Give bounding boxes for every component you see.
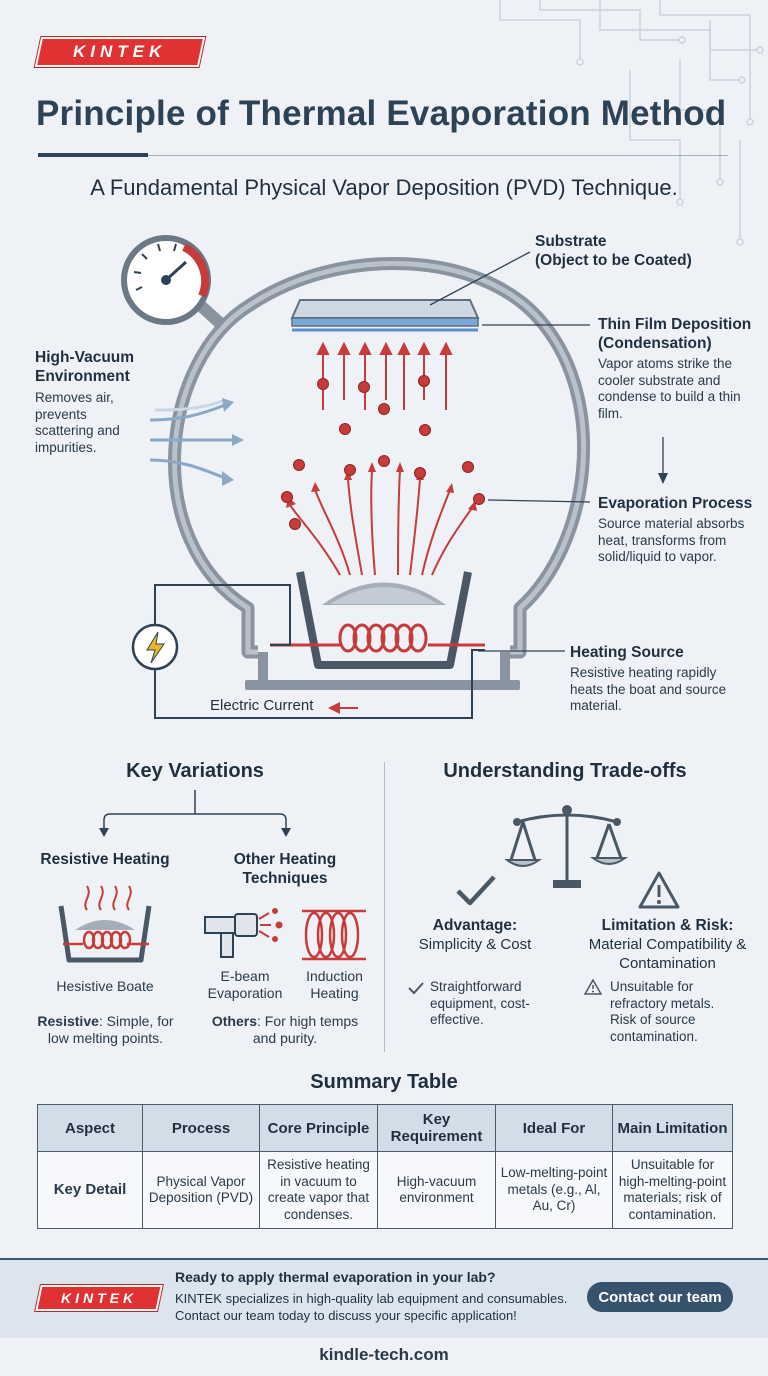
summary-title: Summary Table [310, 1071, 458, 1093]
resistive-boat-icon [58, 885, 152, 963]
table-header-cell: Core Principle [259, 1104, 378, 1152]
balance-scale-icon [505, 805, 629, 888]
advantage-heading: Advantage: Simplicity & Cost [418, 917, 532, 953]
other-heating-title: Other Heating Techniques [233, 851, 337, 887]
table-header-cell: Main Limitation [612, 1104, 733, 1152]
footer-logo-text: KINTEK [60, 1290, 138, 1306]
title-underline-accent [38, 153, 148, 157]
vapor-atoms [281, 375, 485, 530]
small-check-icon [408, 982, 424, 995]
evaporation-diagram [121, 235, 668, 719]
other-note: Others: For high temps and purity. [211, 1013, 359, 1046]
substrate-label: Substrate (Object to be Coated) [535, 233, 692, 269]
website-link[interactable]: kindle-tech.com [319, 1345, 449, 1364]
kintek-logo[interactable]: KINTEK [34, 37, 206, 67]
small-warning-icon [584, 979, 602, 995]
advantage-text: Straightforward equipment, cost-effectiv… [430, 979, 530, 1027]
chamber-base-plate [245, 680, 520, 690]
table-header-cell: Key Requirement [377, 1104, 496, 1152]
electric-current-label: Electric Current [210, 697, 314, 714]
vacuum-label: High-Vacuum Environment Removes air, pre… [35, 349, 135, 455]
contact-team-button[interactable]: Contact our team [587, 1282, 733, 1312]
heating-source-label: Heating Source Resistive heating rapidly… [570, 644, 727, 713]
cta-line-1: KINTEK specializes in high-quality lab e… [175, 1291, 568, 1306]
title-underline-rule [148, 155, 728, 156]
variations-branch-lines [99, 790, 291, 837]
footer-kintek-logo[interactable]: KINTEK [35, 1285, 163, 1311]
table-cell: Resistive heating in vacuum to create va… [259, 1151, 378, 1229]
variations-title: Key Variations [126, 760, 264, 782]
tradeoffs-title: Understanding Trade-offs [443, 760, 687, 782]
resistive-boat-caption: Hesistive Boate [56, 978, 154, 994]
table-cell: Unsuitable for high-melting-point materi… [612, 1151, 733, 1229]
warning-icon [638, 871, 680, 909]
cta-title: Ready to apply thermal evaporation in yo… [175, 1269, 496, 1285]
table-row: Key Detail Physical Vapor Deposition (PV… [37, 1151, 733, 1229]
section-divider [384, 762, 385, 1052]
resistive-note: Resistive: Simple, for low melting point… [37, 1013, 174, 1046]
summary-table: Aspect Process Core Principle Key Requir… [37, 1104, 733, 1229]
induction-coil-icon [302, 909, 366, 961]
induction-caption: Induction Heating [306, 968, 363, 1001]
table-cell: Physical Vapor Deposition (PVD) [142, 1151, 260, 1229]
limitation-heading: Limitation & Risk: Material Compatibilit… [588, 917, 747, 972]
crucible-boat [296, 571, 472, 669]
current-arrow-icon [328, 702, 340, 714]
pressure-gauge-icon [121, 235, 227, 330]
evaporation-label: Evaporation Process Source material abso… [598, 495, 753, 564]
page-subtitle: A Fundamental Physical Vapor Deposition … [90, 175, 678, 200]
circuit-decoration [499, 0, 764, 246]
table-header-cell: Ideal For [495, 1104, 613, 1152]
airflow-arrows [149, 398, 235, 480]
limitation-text: Unsuitable for refractory metals. Risk o… [610, 979, 715, 1044]
checkmark-icon [456, 875, 496, 906]
table-cell: Key Detail [37, 1151, 143, 1229]
logo-text: KINTEK [73, 42, 167, 61]
table-cell: Low-melting-point metals (e.g., Al, Au, … [495, 1151, 613, 1229]
table-header-cell: Aspect [37, 1104, 143, 1152]
page-title: Principle of Thermal Evaporation Method [36, 94, 727, 133]
thin-film-label: Thin Film Deposition (Condensation) Vapo… [598, 316, 752, 421]
cta-line-2: Contact our team today to discuss your s… [175, 1308, 517, 1323]
resistive-heating-title: Resistive Heating [40, 851, 170, 868]
table-header-cell: Process [142, 1104, 260, 1152]
table-cell: High-vacuum environment [377, 1151, 496, 1229]
ebeam-caption: E-beam Evaporation [207, 968, 283, 1001]
vapor-arrows [316, 341, 453, 410]
ebeam-gun-icon [204, 908, 283, 958]
table-header-row: Aspect Process Core Principle Key Requir… [37, 1104, 733, 1152]
substrate [290, 299, 480, 332]
